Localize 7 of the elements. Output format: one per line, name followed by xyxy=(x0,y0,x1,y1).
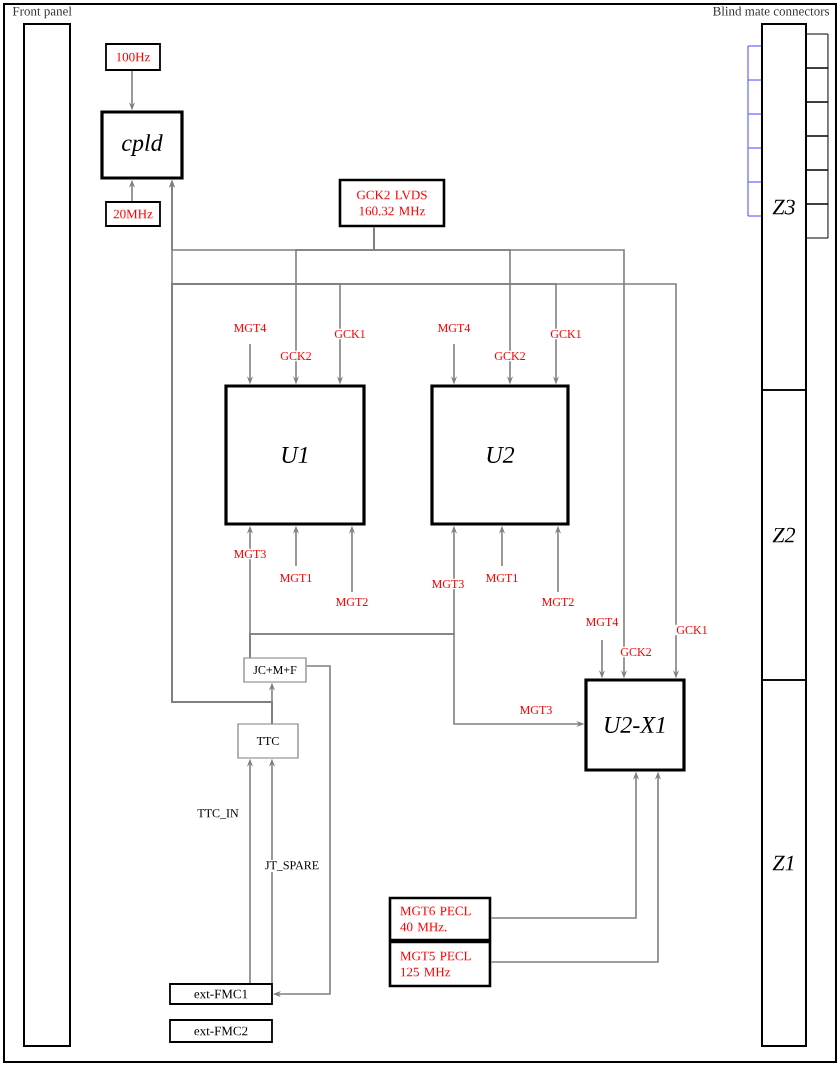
chip-box: U1 xyxy=(224,384,366,526)
connector-zone: Z2 xyxy=(761,389,807,681)
connector-zone: Z3 xyxy=(761,23,807,391)
connector-zone: Z1 xyxy=(761,679,807,1047)
chip-box: U2-X1 xyxy=(584,678,686,772)
chip-box: U2 xyxy=(430,384,570,526)
chip-box: cpld xyxy=(100,110,184,180)
